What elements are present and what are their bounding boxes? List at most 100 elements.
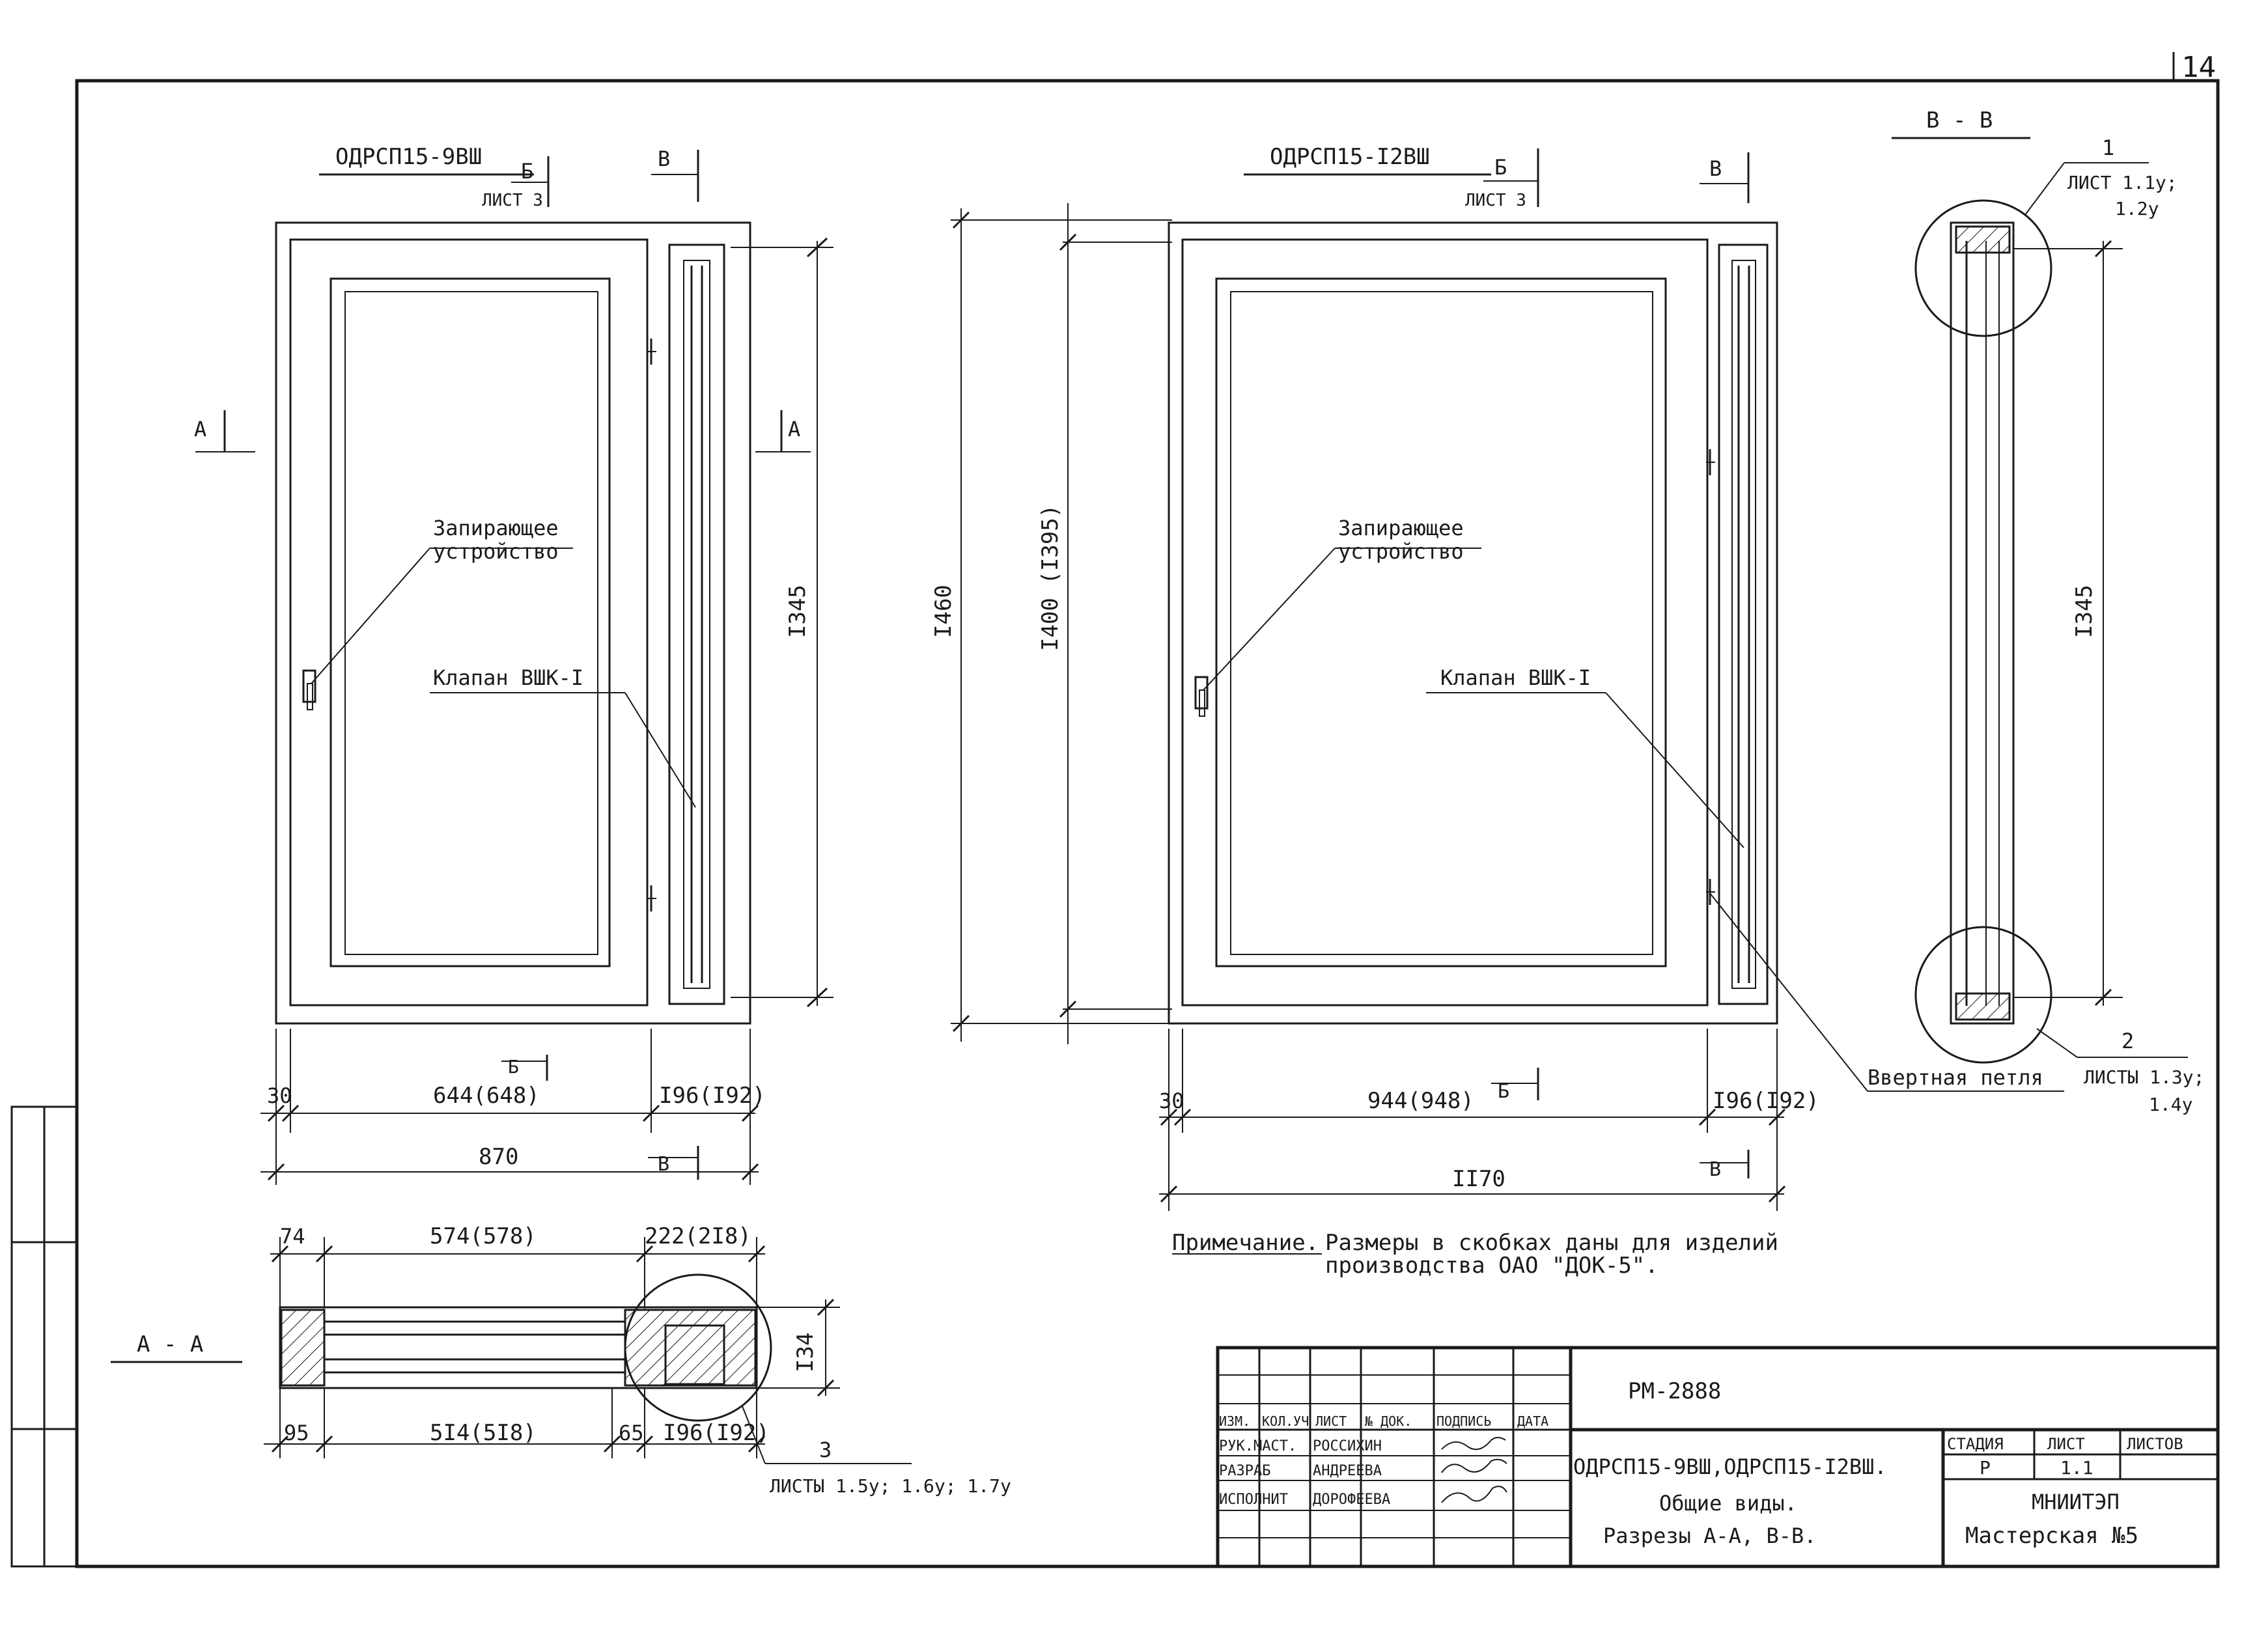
tb-doc-code: РМ-2888 <box>1628 1378 1721 1404</box>
tb-header-data: ДАТА <box>1517 1413 1548 1429</box>
left-cut-b-sheet: ЛИСТ 3 <box>482 191 543 210</box>
page-number: 14 <box>2181 51 2216 84</box>
tb-role-2: ИСПОЛНИТ <box>1219 1492 1288 1508</box>
aa-callout-sheets: ЛИСТЫ 1.5у; 1.6у; 1.7у <box>770 1475 1011 1497</box>
left-cut-b-label: Б <box>521 159 533 184</box>
section-vv-label: В - В <box>1926 107 1993 133</box>
vv-callout2-num: 2 <box>2121 1029 2134 1053</box>
section-aa-left-frame <box>280 1309 326 1387</box>
vv-detail-circle-1 <box>1914 199 2052 337</box>
tb-org: МНИИТЭП <box>2032 1490 2120 1514</box>
vv-callout2-sheet1: ЛИСТЫ 1.3у; <box>2084 1066 2204 1088</box>
vv-callout2-sheet2: 1.4у <box>2149 1094 2192 1115</box>
tb-sheet-header: ЛИСТ <box>2047 1435 2085 1453</box>
aa-dim-222: 222(2I8) <box>645 1223 751 1249</box>
sheet-frame <box>75 79 2220 1568</box>
vv-dim-1345: I345 <box>2071 585 2097 638</box>
right-sash-inner <box>1215 277 1667 967</box>
tb-desc-line1: Общие виды. <box>1659 1491 1797 1516</box>
right-valve-strip <box>1718 243 1769 1005</box>
left-valve-strip <box>668 243 725 1005</box>
left-dim-height-inner: I345 <box>785 585 811 638</box>
section-aa-body <box>279 1306 758 1389</box>
right-lock-handle <box>1194 676 1209 710</box>
right-cut-b-sheet: ЛИСТ 3 <box>1465 191 1526 210</box>
right-dim-30: 30 <box>1159 1089 1184 1113</box>
note: Примечание. Размеры в скобках даны для и… <box>1172 1230 1778 1279</box>
section-aa-detail-circle <box>624 1273 772 1422</box>
right-lock-label-1: Запирающее <box>1338 516 1464 540</box>
hinge-label: Ввертная петля <box>1868 1065 2043 1090</box>
left-dim-870: 870 <box>479 1144 518 1170</box>
tb-desc-line2: Разрезы А-А, В-В. <box>1603 1523 1817 1548</box>
vv-callout1-num: 1 <box>2102 135 2114 160</box>
tb-header-list: ЛИСТ <box>1315 1413 1347 1429</box>
left-cut-b-bottom: Б <box>508 1056 519 1077</box>
left-window-frame <box>275 221 751 1025</box>
left-dim-196: I96(I92) <box>659 1083 766 1109</box>
right-cut-a-label: А <box>788 417 800 441</box>
left-cut-v-label: В <box>658 146 670 171</box>
tb-role-1: РАЗРАБ <box>1219 1463 1270 1479</box>
note-line1: Размеры в скобках даны для изделий <box>1325 1230 1778 1256</box>
tb-stage-header: СТАДИЯ <box>1947 1435 2004 1453</box>
right-valve-label: Клапан ВШК-I <box>1440 665 1591 690</box>
dim-1400: I400 (I395) <box>1037 505 1063 651</box>
left-valve-label: Клапан ВШК-I <box>433 665 583 690</box>
left-view-title: ОДРСП15-9ВШ <box>335 144 482 170</box>
aa-dim-95: 95 <box>284 1421 309 1445</box>
right-lock-label-2: устройство <box>1338 539 1464 564</box>
left-cut-v-bottom: В <box>658 1153 669 1176</box>
vv-detail-circle-2 <box>1914 926 2052 1064</box>
right-sash-outer <box>1181 238 1709 1007</box>
left-lock-label-2: устройство <box>433 539 559 564</box>
right-cut-b-bottom: Б <box>1498 1080 1509 1103</box>
note-line2: производства ОАО "ДОК-5". <box>1325 1253 1659 1279</box>
tb-header-izm: ИЗМ. <box>1219 1413 1250 1429</box>
left-cut-a-label: А <box>194 417 206 441</box>
aa-dim-514: 5I4(5I8) <box>430 1420 537 1446</box>
aa-dim-65: 65 <box>619 1421 644 1445</box>
left-dim-30: 30 <box>267 1083 292 1108</box>
section-vv: В - В 1 ЛИСТ 1.1у; 1.2у I345 2 ЛИСТЫ 1.3… <box>1892 107 2204 1115</box>
right-view-title: ОДРСП15-I2ВШ <box>1270 144 1430 170</box>
middle-dimensions: I460 I400 (I395) <box>931 203 1172 1044</box>
aa-dim-196: I96(I92) <box>663 1420 770 1446</box>
aa-dim-134: I34 <box>792 1333 819 1372</box>
aa-callout-num: 3 <box>819 1438 832 1462</box>
left-lock-label-1: Запирающее <box>433 516 559 540</box>
right-dim-944: 944(948) <box>1367 1088 1474 1114</box>
left-dim-644: 644(648) <box>433 1083 540 1109</box>
tb-product-line: ОДРСП15-9ВШ,ОДРСП15-I2ВШ. <box>1573 1454 1887 1479</box>
vv-callout1-sheet1: ЛИСТ 1.1у; <box>2067 172 2177 193</box>
right-cut-b-label: Б <box>1494 155 1507 180</box>
right-window-frame <box>1168 221 1778 1025</box>
title-block: ИЗМ. КОЛ.УЧ ЛИСТ № ДОК. ПОДПИСЬ ДАТА РУК… <box>1216 1346 2220 1568</box>
tb-name-0: РОССИХИН <box>1313 1438 1382 1454</box>
section-aa: А - А 74 574(578) 222(2I8) I34 <box>111 1223 1011 1497</box>
aa-dim-574: 574(578) <box>430 1223 537 1249</box>
right-dim-196: I96(I92) <box>1713 1088 1819 1114</box>
dim-1460: I460 <box>931 585 957 638</box>
binding-strip <box>10 1105 78 1568</box>
tb-stage: Р <box>1980 1457 1991 1479</box>
left-sash-inner <box>329 277 611 967</box>
tb-sheet: 1.1 <box>2060 1457 2093 1479</box>
right-elevation: ОДРСП15-I2ВШ Б ЛИСТ 3 В Запирающее устро… <box>1159 144 2064 1211</box>
note-prefix: Примечание. <box>1172 1230 1319 1256</box>
aa-dim-74: 74 <box>280 1224 305 1249</box>
tb-name-1: АНДРЕЕВА <box>1313 1463 1382 1479</box>
tb-header-ndok: № ДОК. <box>1365 1413 1412 1429</box>
left-sash-outer <box>289 238 649 1007</box>
tb-header-podpis: ПОДПИСЬ <box>1436 1413 1491 1429</box>
left-lock-handle <box>302 669 316 703</box>
tb-workshop: Мастерская №5 <box>1965 1523 2138 1549</box>
signatures <box>1441 1437 1507 1503</box>
right-cut-v-label: В <box>1709 156 1722 181</box>
right-dim-1170: II70 <box>1452 1166 1505 1192</box>
tb-header-kolu: КОЛ.УЧ <box>1262 1413 1309 1429</box>
tb-name-2: ДОРОФЕЕВА <box>1313 1492 1390 1508</box>
section-aa-label: А - А <box>137 1331 203 1357</box>
left-elevation: ОДРСП15-9ВШ Б ЛИСТ 3 В А А <box>194 144 833 1185</box>
